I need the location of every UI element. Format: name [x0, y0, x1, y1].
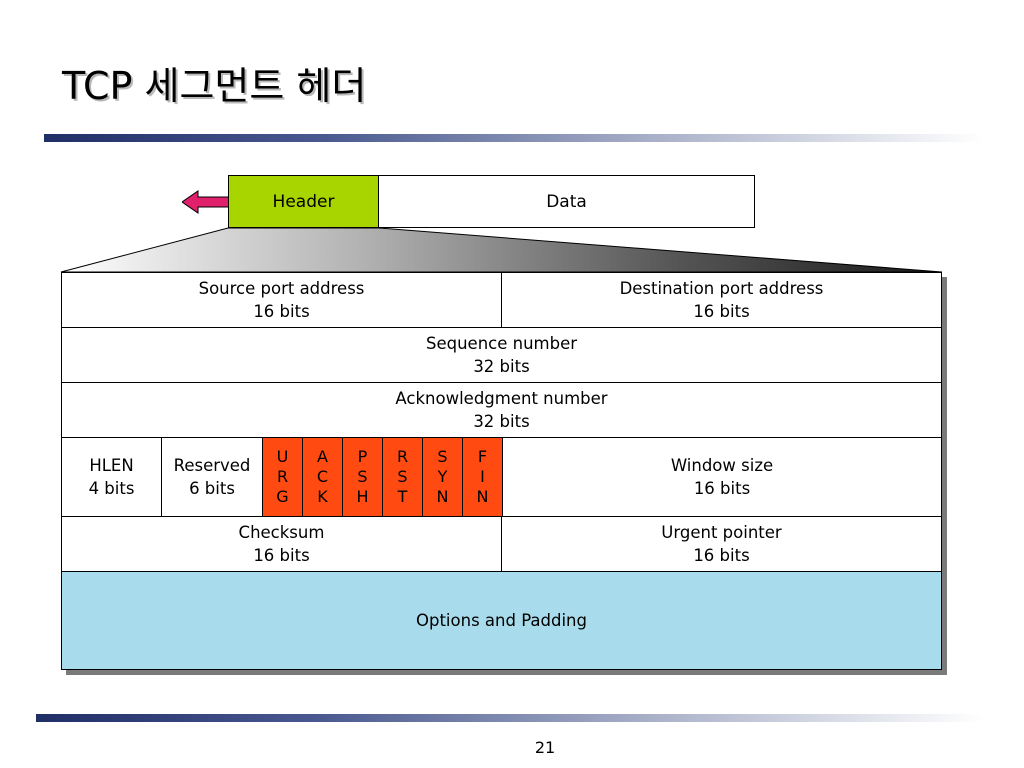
flag-letter: T: [397, 487, 408, 506]
field-size: 16 bits: [693, 546, 750, 565]
sequence-number-cell: Sequence number 32 bits: [62, 328, 941, 382]
field-size: 4 bits: [88, 479, 135, 498]
header-row: Source port address 16 bits Destination …: [62, 273, 941, 328]
ack-number-cell: Acknowledgment number 32 bits: [62, 383, 941, 437]
flag-letter: N: [476, 487, 489, 506]
field-name: Options and Padding: [416, 611, 587, 630]
field-name: Reserved: [173, 456, 251, 475]
header-row: Checksum 16 bits Urgent pointer 16 bits: [62, 517, 941, 572]
field-size: 32 bits: [473, 412, 530, 431]
flag-letter: S: [437, 447, 448, 466]
field-name: Checksum: [238, 523, 325, 542]
page-number: 21: [534, 738, 556, 757]
field-name: Destination port address: [619, 279, 824, 298]
field-name: Acknowledgment number: [395, 389, 608, 408]
field-name: Sequence number: [425, 334, 578, 353]
field-size: 16 bits: [693, 302, 750, 321]
header-row: Acknowledgment number 32 bits: [62, 383, 941, 438]
header-row: Options and Padding: [62, 572, 941, 669]
flag-ack-cell: A C K: [303, 438, 343, 516]
flag-letter: I: [480, 467, 485, 486]
footer-divider: [36, 714, 984, 722]
window-size-cell: Window size 16 bits: [503, 438, 941, 516]
reserved-cell: Reserved 6 bits: [162, 438, 263, 516]
flag-fin-cell: F I N: [463, 438, 503, 516]
source-port-cell: Source port address 16 bits: [62, 273, 502, 327]
urgent-pointer-cell: Urgent pointer 16 bits: [502, 517, 941, 571]
field-name: Urgent pointer: [661, 523, 782, 542]
field-size: 16 bits: [693, 479, 751, 498]
options-padding-cell: Options and Padding: [62, 572, 941, 669]
field-size: 16 bits: [253, 302, 310, 321]
segment-data-block: Data: [378, 175, 755, 228]
header-row: HLEN 4 bits Reserved 6 bits U R G A C K …: [62, 438, 941, 517]
flag-letter: A: [317, 447, 328, 466]
segment-header-block: Header: [228, 175, 379, 228]
checksum-cell: Checksum 16 bits: [62, 517, 502, 571]
arrow-left-icon: [182, 190, 230, 214]
flag-letter: U: [276, 447, 289, 466]
flag-urg-cell: U R G: [263, 438, 303, 516]
flag-letter: K: [317, 487, 328, 506]
flag-syn-cell: S Y N: [423, 438, 463, 516]
flag-letter: P: [357, 447, 368, 466]
flag-letter: S: [357, 467, 368, 486]
flag-rst-cell: R S T: [383, 438, 423, 516]
flag-letter: F: [477, 447, 488, 466]
field-size: 16 bits: [253, 546, 310, 565]
flag-letter: C: [316, 467, 329, 486]
field-size: 32 bits: [473, 357, 530, 376]
flag-letter: G: [276, 487, 289, 506]
tcp-header-table: Source port address 16 bits Destination …: [61, 272, 942, 670]
flag-letter: N: [436, 487, 449, 506]
slide-title: TCP 세그먼트 헤더: [62, 64, 367, 108]
title-divider: [44, 134, 984, 142]
flag-psh-cell: P S H: [343, 438, 383, 516]
flag-letter: R: [276, 467, 289, 486]
flag-letter: H: [356, 487, 369, 506]
header-row: Sequence number 32 bits: [62, 328, 941, 383]
field-name: Source port address: [198, 279, 365, 298]
flag-letter: S: [397, 467, 408, 486]
flag-letter: R: [396, 447, 409, 466]
field-name: HLEN: [89, 456, 134, 475]
hlen-cell: HLEN 4 bits: [62, 438, 162, 516]
field-size: 6 bits: [189, 479, 235, 498]
flag-letter: Y: [437, 467, 448, 486]
field-name: Window size: [670, 456, 774, 475]
destination-port-cell: Destination port address 16 bits: [502, 273, 941, 327]
